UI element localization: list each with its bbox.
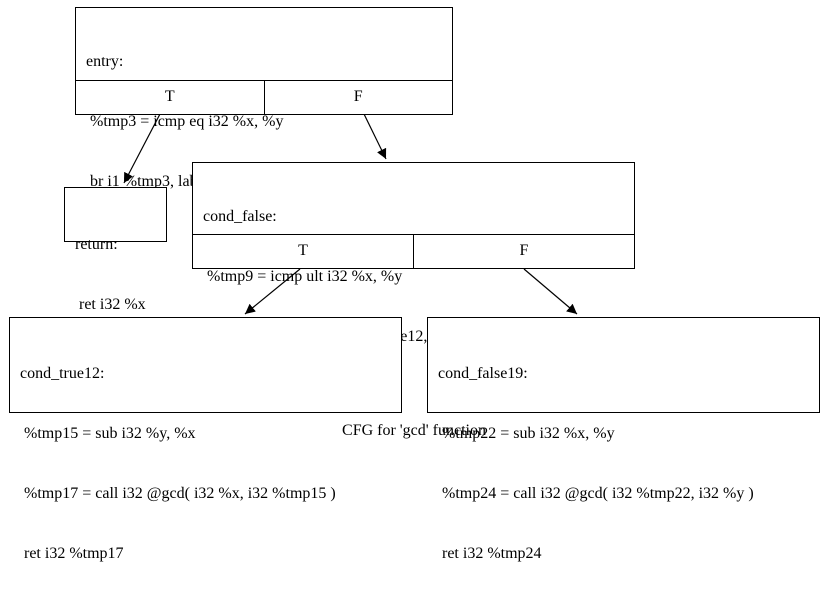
node-return-line: return: xyxy=(75,236,118,253)
node-cond-true12-line: cond_true12: xyxy=(20,365,105,382)
node-entry-line: %tmp3 = icmp eq i32 %x, %y xyxy=(86,113,284,130)
node-cond-false19-line: ret i32 %tmp24 xyxy=(438,545,542,562)
edge-cond-false-F-cond-false19 xyxy=(523,268,578,315)
edge-cond-false-T-cond-true12 xyxy=(244,268,301,315)
edge-entry-T-return xyxy=(123,113,161,184)
node-cond-false19: cond_false19: %tmp22 = sub i32 %x, %y %t… xyxy=(427,317,820,562)
node-cond-false19-line: %tmp24 = call i32 @gcd( i32 %tmp22, i32 … xyxy=(438,485,754,502)
node-cond-false19-line: cond_false19: xyxy=(438,365,528,382)
node-return-line: ret i32 %x xyxy=(75,296,146,313)
node-cond-false19-body: cond_false19: %tmp22 = sub i32 %x, %y %t… xyxy=(428,318,819,604)
node-entry-line: entry: xyxy=(86,53,124,70)
node-cond-false-line: %tmp9 = icmp ult i32 %x, %y xyxy=(203,268,403,285)
node-cond-true12-line: %tmp15 = sub i32 %y, %x xyxy=(20,425,196,442)
node-return-body: return: ret i32 %x xyxy=(65,188,166,355)
port-true: T xyxy=(298,242,308,259)
diagram-caption: CFG for 'gcd' function xyxy=(342,422,486,439)
node-entry: entry: %tmp3 = icmp eq i32 %x, %y br i1 … xyxy=(75,7,453,190)
node-cond-true12: cond_true12: %tmp15 = sub i32 %y, %x %tm… xyxy=(9,317,402,562)
port-false: F xyxy=(413,235,634,268)
node-entry-ports: T F xyxy=(76,80,452,114)
node-cond-false-line: cond_false: xyxy=(203,208,277,225)
node-cond-false-ports: T F xyxy=(193,234,634,268)
node-cond-true12-line: %tmp17 = call i32 @gcd( i32 %x, i32 %tmp… xyxy=(20,485,336,502)
port-false: F xyxy=(263,81,453,114)
node-cond-true12-line: ret i32 %tmp17 xyxy=(20,545,124,562)
node-return: return: ret i32 %x xyxy=(64,187,167,313)
node-cond-false: cond_false: %tmp9 = icmp ult i32 %x, %y … xyxy=(192,162,635,345)
node-cond-true12-body: cond_true12: %tmp15 = sub i32 %y, %x %tm… xyxy=(10,318,401,604)
port-true: T xyxy=(164,88,175,105)
node-cond-false19-line: %tmp22 = sub i32 %x, %y xyxy=(438,425,615,442)
edge-entry-F-cond-false xyxy=(363,113,387,160)
cfg-edges xyxy=(123,113,578,315)
